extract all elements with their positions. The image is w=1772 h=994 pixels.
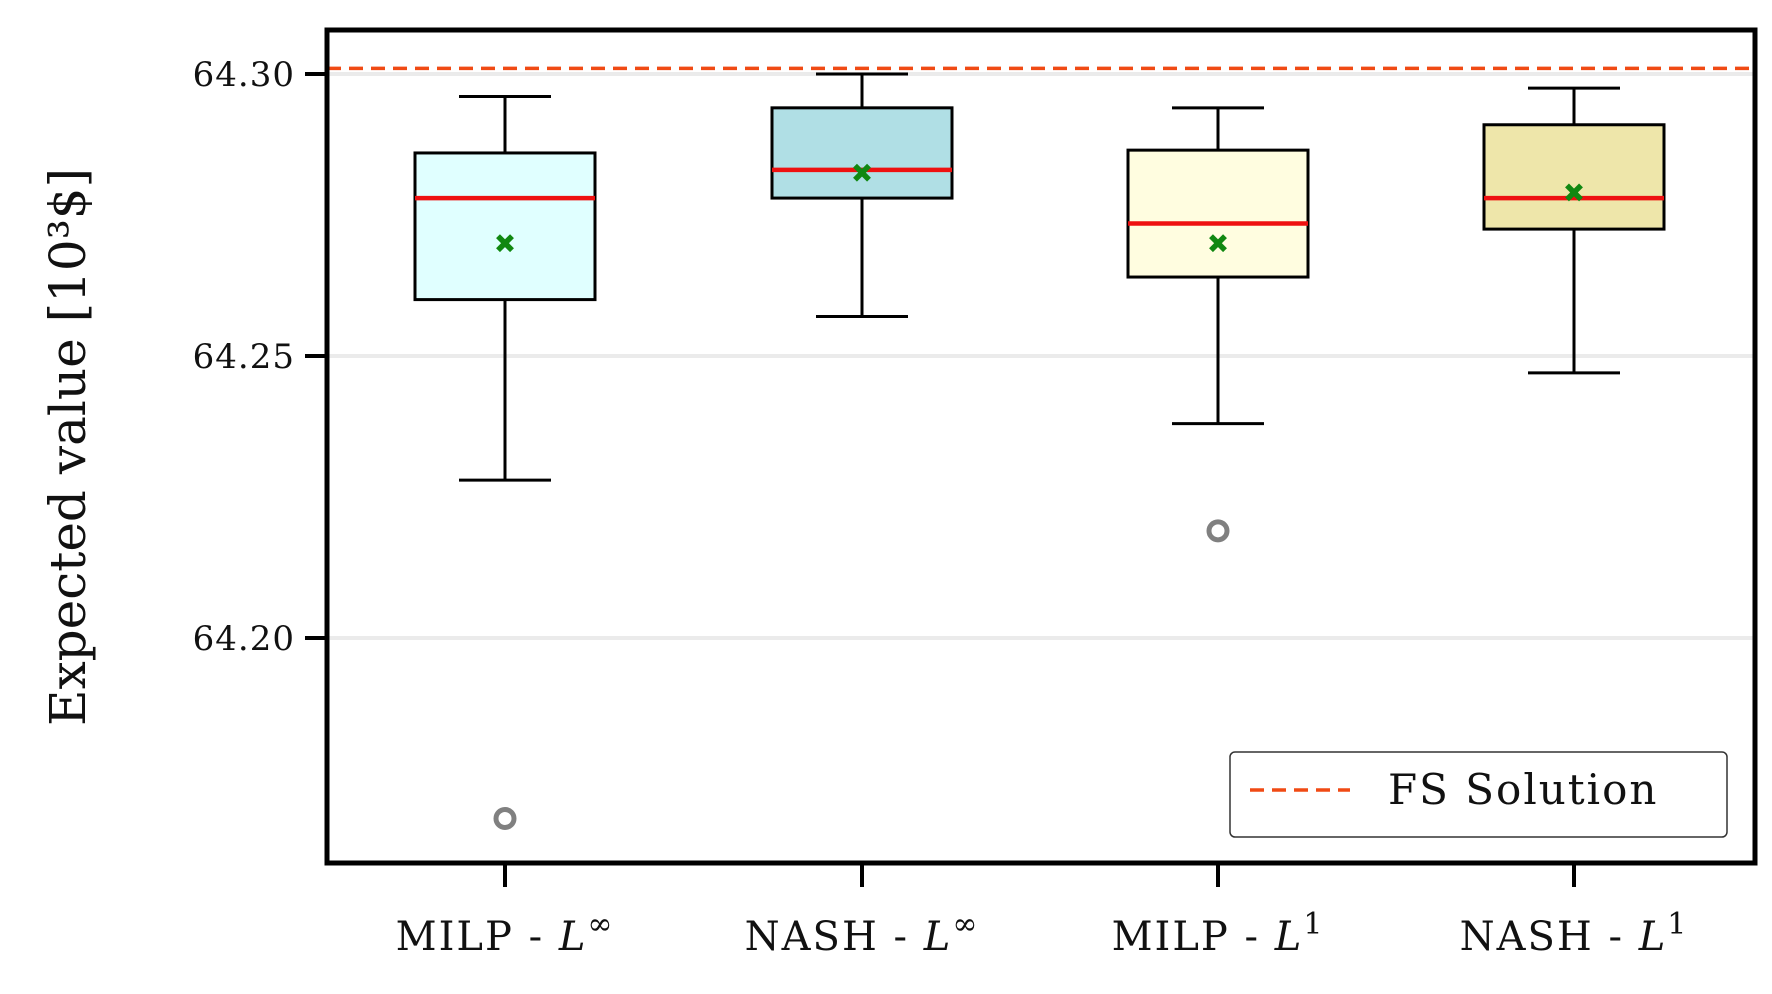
boxes-group [413, 72, 1666, 830]
x-axis: MILP - L∞ NASH - L∞ MILP - L1 NASH - L1 [396, 863, 1689, 960]
grid-lines [327, 72, 1755, 640]
mean-marker [853, 163, 871, 182]
box-3 [1126, 106, 1310, 543]
iqr-box [1482, 123, 1666, 231]
mean-marker [496, 234, 514, 253]
box-4 [1482, 86, 1666, 375]
mean-marker-stroke [853, 163, 871, 182]
mean-marker [1209, 234, 1227, 253]
y-tick-label: 64.25 [193, 337, 295, 377]
legend: FS Solution [1229, 751, 1728, 838]
y-tick-label: 64.30 [193, 55, 295, 95]
x-tick-label: NASH - L∞ [745, 907, 980, 960]
iqr-box [1126, 148, 1310, 279]
mean-marker [1565, 183, 1583, 202]
mean-marker-stroke [1209, 234, 1227, 253]
box-1 [413, 95, 597, 830]
x-tick-label: NASH - L1 [1460, 907, 1689, 960]
box-2 [770, 72, 954, 319]
iqr-box [770, 106, 954, 200]
outlier-point [1206, 519, 1230, 543]
legend-label-fs-solution: FS Solution [1388, 765, 1658, 814]
x-tick-label: MILP - L∞ [396, 907, 615, 960]
plot-frame [324, 27, 1758, 866]
y-axis-label: Expected value [10³$] [39, 168, 97, 726]
y-tick-label: 64.20 [193, 619, 295, 659]
iqr-box [413, 151, 597, 302]
mean-marker-stroke [496, 234, 514, 253]
mean-marker-stroke [1565, 183, 1583, 202]
x-tick-label: MILP - L1 [1112, 907, 1325, 960]
y-axis: 64.20 64.25 64.30 [193, 55, 327, 659]
legend-frame [1229, 751, 1728, 838]
outlier-point [493, 806, 517, 830]
